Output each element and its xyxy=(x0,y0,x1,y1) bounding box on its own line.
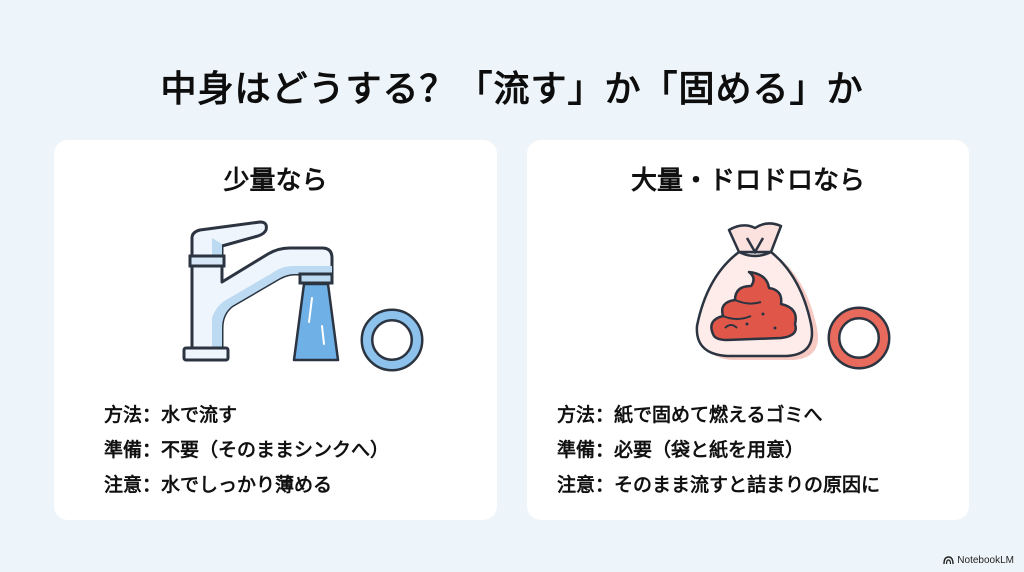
detail-sep: ： xyxy=(142,474,162,496)
detail-value: 必要（袋と紙を用意） xyxy=(614,439,805,461)
details-list: 方法：紙で固めて燃えるゴミへ 準備：必要（袋と紙を用意） 注意：そのまま流すと詰… xyxy=(557,398,880,503)
detail-caution: 注意：そのまま流すと詰まりの原因に xyxy=(557,468,880,503)
detail-value: 不要（そのままシンクへ） xyxy=(161,439,390,461)
detail-label: 準備 xyxy=(557,439,596,461)
detail-sep: ： xyxy=(595,404,615,426)
circle-ok-icon xyxy=(827,306,891,370)
detail-label: 方法 xyxy=(104,404,143,426)
faucet-icon xyxy=(182,220,340,362)
bag-of-sludge-icon xyxy=(695,222,818,360)
page-title: 中身はどうする？「流す」か「固める」か xyxy=(160,69,864,110)
detail-value: 水でしっかり薄める xyxy=(161,474,333,496)
detail-sep: ： xyxy=(142,439,162,461)
detail-preparation: 準備：必要（袋と紙を用意） xyxy=(557,433,880,468)
circle-ok-icon xyxy=(360,308,424,372)
details-list: 方法：水で流す 準備：不要（そのままシンクへ） 注意：水でしっかり薄める xyxy=(104,398,389,503)
footer-brand: NotebookLM xyxy=(943,555,1014,566)
detail-label: 注意 xyxy=(557,474,596,496)
detail-caution: 注意：水でしっかり薄める xyxy=(104,468,389,503)
card-title: 大量・ドロドロなら xyxy=(630,166,865,196)
detail-sep: ： xyxy=(595,474,615,496)
brand-name: NotebookLM xyxy=(957,555,1014,566)
detail-sep: ： xyxy=(595,439,615,461)
card-small-amount: 少量なら 方法：水で流す 準備：不要（そのままシンクへ） 注意：水でしっかり薄め… xyxy=(54,140,497,520)
detail-preparation: 準備：不要（そのままシンクへ） xyxy=(104,433,389,468)
detail-value: 紙で固めて燃えるゴミへ xyxy=(614,404,823,426)
detail-method: 方法：紙で固めて燃えるゴミへ xyxy=(557,398,880,433)
detail-label: 注意 xyxy=(104,474,143,496)
detail-value: 水で流す xyxy=(161,404,238,426)
detail-label: 準備 xyxy=(104,439,143,461)
detail-method: 方法：水で流す xyxy=(104,398,389,433)
detail-value: そのまま流すと詰まりの原因に xyxy=(614,474,881,496)
card-large-amount: 大量・ドロドロなら 方法：紙で固めて燃えるゴミへ 準備：必要（袋と紙を用意） 注… xyxy=(527,140,969,520)
detail-label: 方法 xyxy=(557,404,596,426)
detail-sep: ： xyxy=(142,404,162,426)
card-title: 少量なら xyxy=(223,166,328,196)
notebooklm-logo-icon xyxy=(943,556,954,565)
